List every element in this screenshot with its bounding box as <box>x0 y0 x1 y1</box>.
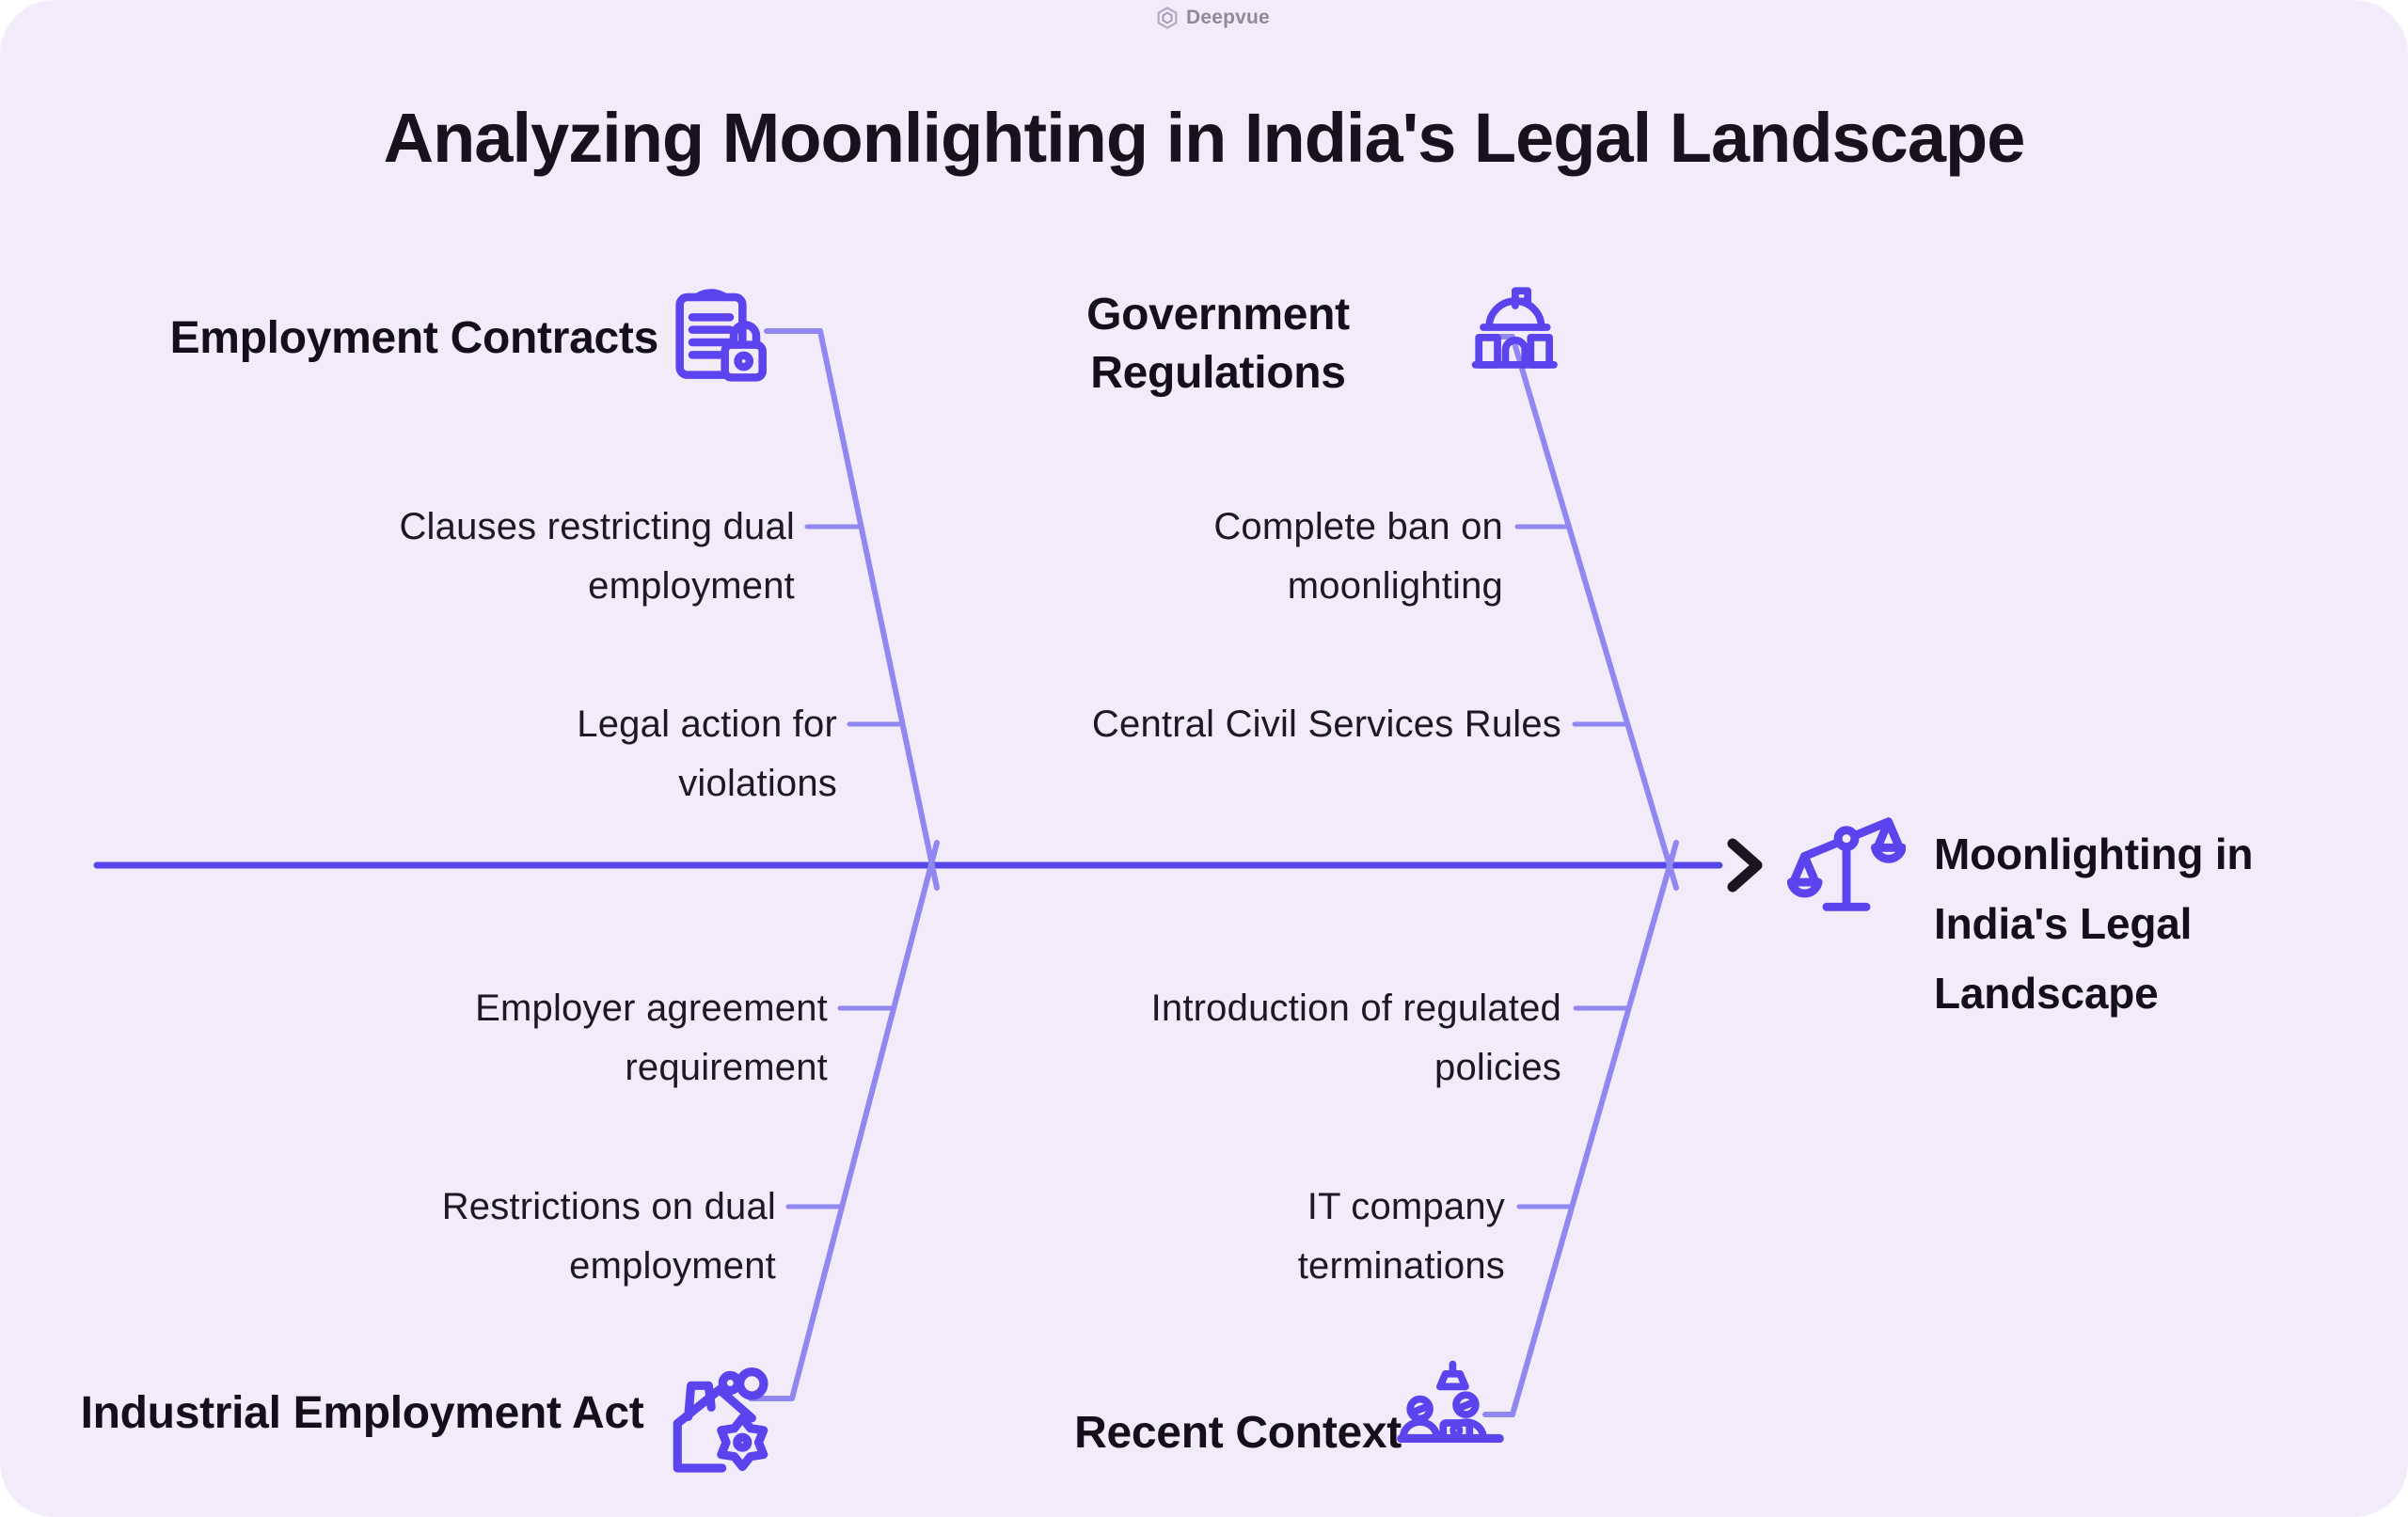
people-working-icon <box>1397 1360 1504 1444</box>
cause-item: Introduction of regulated policies <box>1150 988 1561 1088</box>
cause-item: Central Civil Services Rules <box>1091 703 1561 745</box>
branch-line-top-right <box>1481 334 1679 891</box>
result-label: Moonlighting in India's Legal Landscape <box>1934 830 2254 1018</box>
branch-label-recent-context: Recent Context <box>1074 1408 1402 1458</box>
brand-logo: Deepvue <box>1155 6 1270 30</box>
branch-label-industrial-employment-act: Industrial Employment Act <box>80 1388 644 1438</box>
branch-label-government-regulations: Government Regulations <box>1086 290 1350 398</box>
government-building-icon <box>1471 287 1558 369</box>
branch-line-bottom-right <box>1482 840 1679 1417</box>
deepvue-hexagon-icon <box>1157 7 1178 29</box>
cause-item: IT company terminations <box>1297 1186 1505 1287</box>
cause-item: Employer agreement requirement <box>475 988 828 1088</box>
brand-name: Deepvue <box>1186 7 1270 28</box>
branch-line-bottom-left <box>748 840 940 1401</box>
cause-item: Clauses restricting dual employment <box>399 506 795 607</box>
cause-item: Restrictions on dual employment <box>441 1186 776 1287</box>
branch-line-top-left <box>764 328 940 891</box>
cause-item: Complete ban on moonlighting <box>1213 506 1503 607</box>
arrow-head-icon <box>1727 838 1763 893</box>
branch-label-employment-contracts: Employment Contracts <box>169 313 659 363</box>
cause-item: Legal action for violations <box>577 703 837 804</box>
scales-of-justice-icon <box>1787 817 1906 911</box>
clipboard-lock-icon <box>675 289 767 382</box>
factory-gear-icon <box>673 1367 768 1473</box>
page-title: Analyzing Moonlighting in India's Legal … <box>383 99 2026 177</box>
